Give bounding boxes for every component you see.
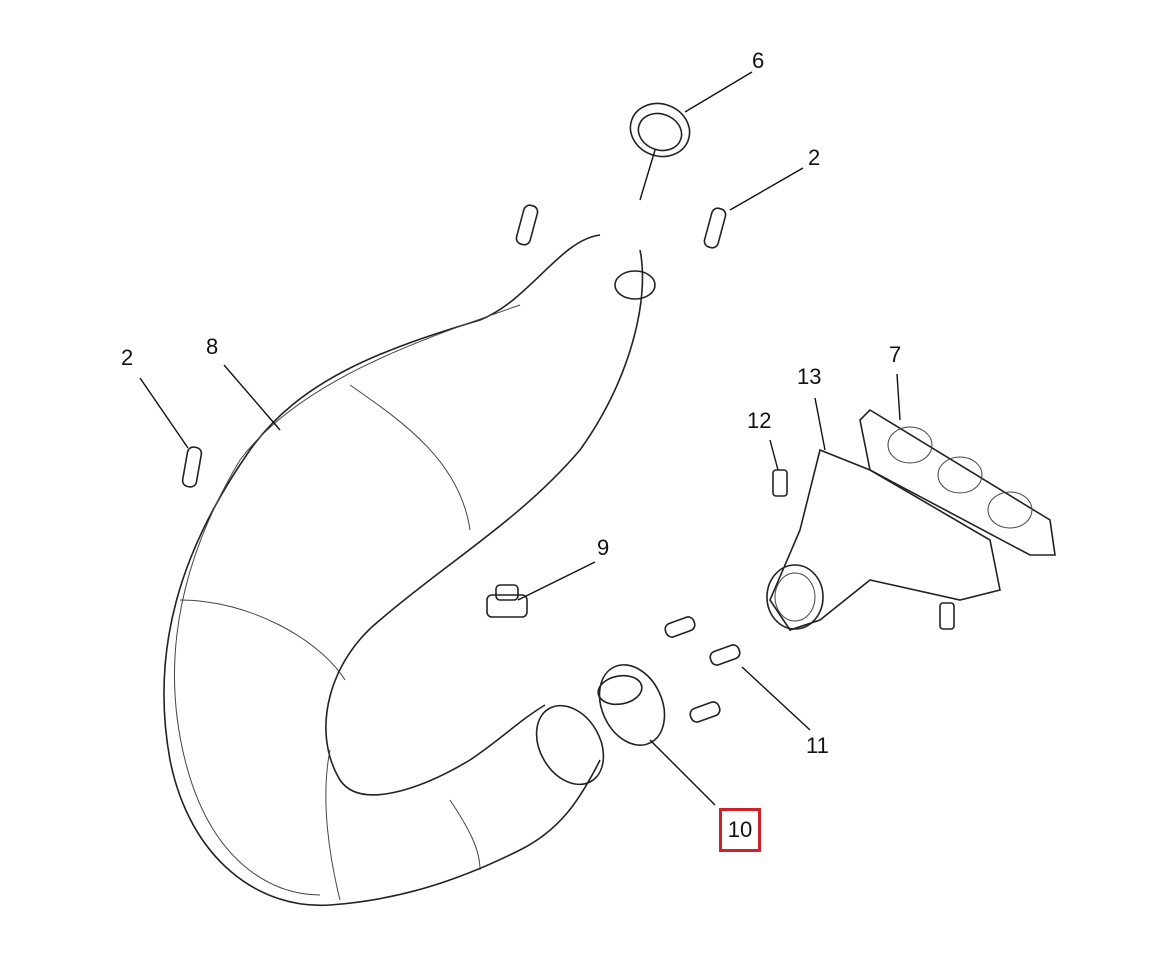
ring-seal-part [629,102,691,158]
plug-part [486,584,528,618]
callout-2-top: 2 [808,145,821,170]
expansion-chamber-pipe [163,234,656,907]
callout-12: 12 [747,408,772,433]
spring-parts [181,204,741,723]
callout-2-left: 2 [121,345,134,370]
callout-10-highlighted: 10 [719,808,761,852]
leader-lines [139,71,901,806]
manifold-part [766,448,1001,631]
callout-9: 9 [597,535,610,560]
callout-8: 8 [206,334,219,359]
callout-6: 6 [752,48,765,73]
callout-7: 7 [889,342,902,367]
gasket-part [859,408,1056,556]
callout-11: 11 [806,733,829,758]
sleeve-part [597,664,666,746]
callout-13: 13 [797,364,822,389]
callout-10: 10 [727,817,753,842]
